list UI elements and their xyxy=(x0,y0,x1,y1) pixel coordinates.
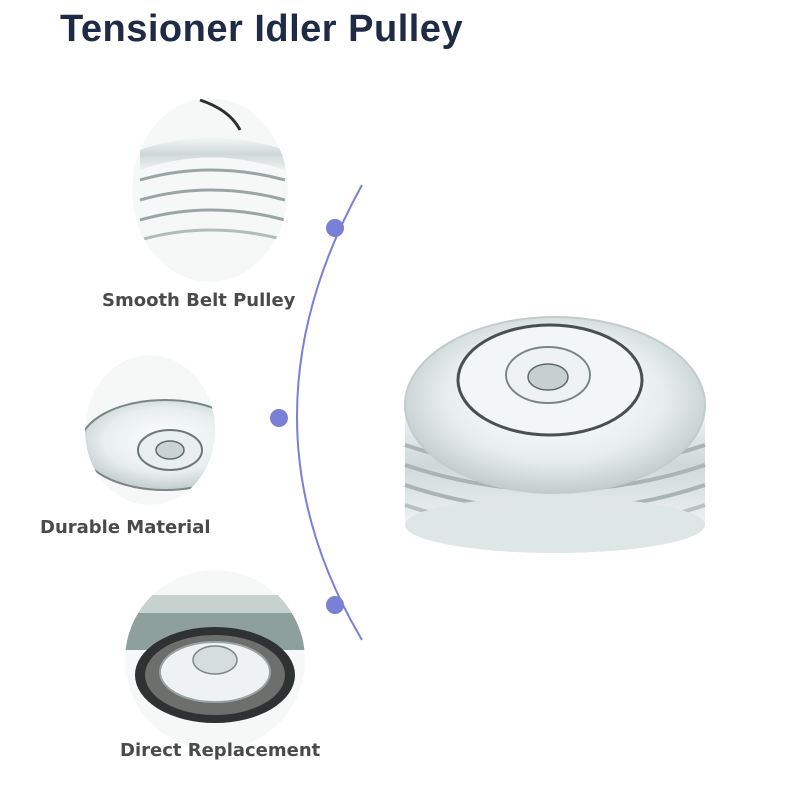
main-pulley-image xyxy=(404,316,706,553)
feature-label-smooth-belt-pulley: Smooth Belt Pulley xyxy=(102,290,296,311)
detail-image-belt-grooves xyxy=(132,98,288,282)
page-title: Tensioner Idler Pulley xyxy=(60,8,464,50)
timeline-dot-3 xyxy=(326,596,344,614)
detail-image-bearing xyxy=(125,570,305,750)
detail-image-material xyxy=(85,355,215,505)
timeline-curve xyxy=(296,184,363,641)
timeline-dot-2 xyxy=(270,409,288,427)
feature-label-direct-replacement: Direct Replacement xyxy=(120,740,321,761)
feature-label-durable-material: Durable Material xyxy=(40,517,211,538)
timeline-dot-1 xyxy=(326,219,344,237)
